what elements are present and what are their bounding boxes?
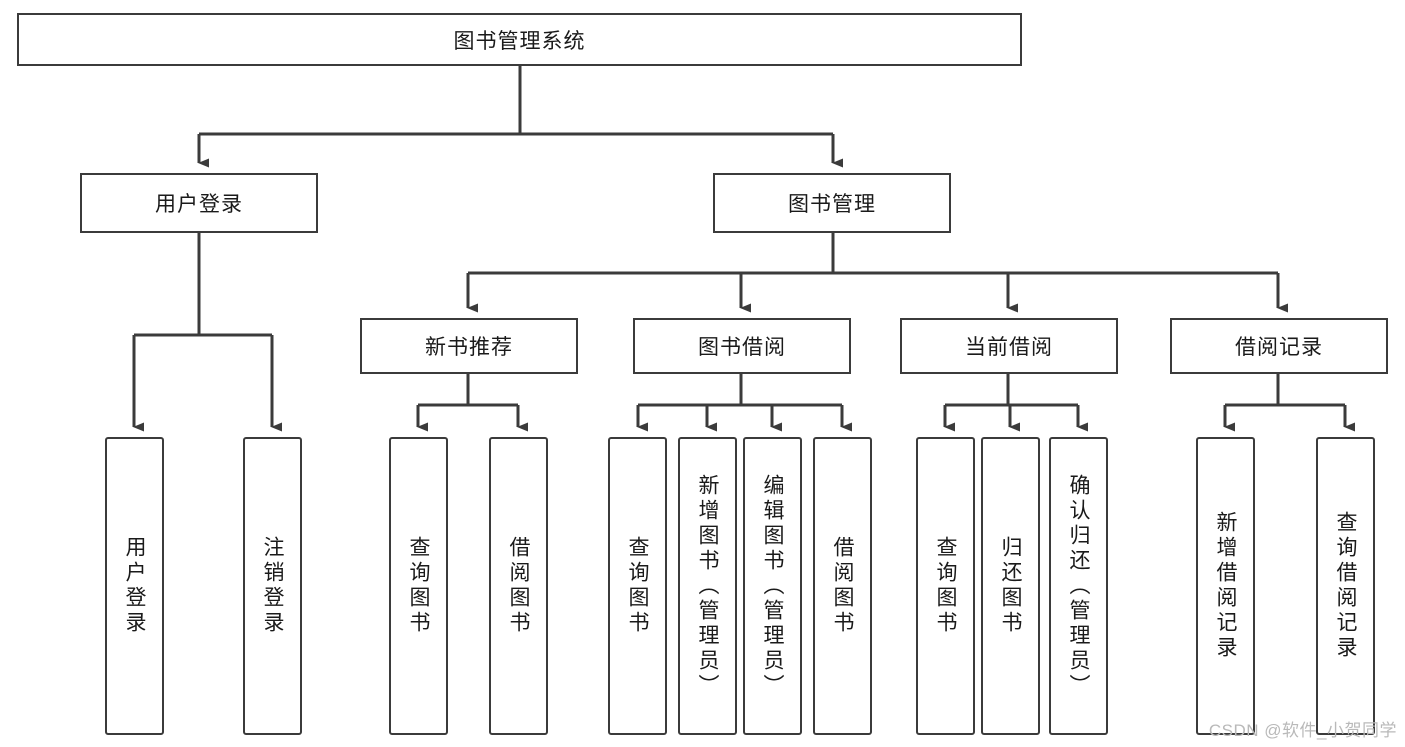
node-label: 新增借阅记录: [1214, 511, 1237, 661]
leaf-new-book-query-book[interactable]: 查询图书: [389, 437, 448, 735]
leaf-borrow-record-query-record[interactable]: 查询借阅记录: [1316, 437, 1375, 735]
node-label: 查询图书: [934, 536, 957, 636]
leaf-current-borrow-confirm-return-admin[interactable]: 确认归还（管理员）: [1049, 437, 1108, 735]
leaf-new-book-borrow-book[interactable]: 借阅图书: [489, 437, 548, 735]
leaf-book-borrow-edit-book-admin[interactable]: 编辑图书（管理员）: [743, 437, 802, 735]
node-label: 用户登录: [123, 536, 146, 636]
node-label: 借阅图书: [831, 536, 854, 636]
leaf-user-login-login[interactable]: 用户登录: [105, 437, 164, 735]
node-label: 确认归还（管理员）: [1067, 473, 1090, 699]
node-label: 新书推荐: [425, 336, 513, 359]
leaf-borrow-record-add-record[interactable]: 新增借阅记录: [1196, 437, 1255, 735]
node-label: 查询借阅记录: [1334, 511, 1357, 661]
node-label: 编辑图书（管理员）: [761, 473, 784, 699]
node-label: 查询图书: [407, 536, 430, 636]
node-label: 查询图书: [626, 536, 649, 636]
leaf-current-borrow-query-book[interactable]: 查询图书: [916, 437, 975, 735]
leaf-book-borrow-add-book-admin[interactable]: 新增图书（管理员）: [678, 437, 737, 735]
node-label: 当前借阅: [965, 336, 1053, 359]
node-label: 图书借阅: [698, 336, 786, 359]
node-book-management[interactable]: 图书管理: [713, 173, 951, 233]
csdn-watermark: CSDN @软件_小贺同学: [1208, 721, 1397, 740]
node-label: 归还图书: [999, 536, 1022, 636]
leaf-book-borrow-query-book[interactable]: 查询图书: [608, 437, 667, 735]
node-label: 注销登录: [261, 536, 284, 636]
node-label: 图书管理系统: [453, 29, 586, 53]
leaf-book-borrow-borrow-book[interactable]: 借阅图书: [813, 437, 872, 735]
node-user-login[interactable]: 用户登录: [80, 173, 318, 233]
node-new-book-recommend[interactable]: 新书推荐: [360, 318, 578, 374]
node-label: 新增图书（管理员）: [696, 473, 719, 699]
node-label: 图书管理: [788, 193, 876, 216]
node-current-borrow[interactable]: 当前借阅: [900, 318, 1118, 374]
node-root-book-management-system[interactable]: 图书管理系统: [17, 13, 1022, 66]
leaf-user-login-logout[interactable]: 注销登录: [243, 437, 302, 735]
node-borrow-record[interactable]: 借阅记录: [1170, 318, 1388, 374]
node-label: 用户登录: [155, 193, 243, 216]
node-label: 借阅图书: [507, 536, 530, 636]
node-label: 借阅记录: [1235, 336, 1323, 359]
leaf-current-borrow-return-book[interactable]: 归还图书: [981, 437, 1040, 735]
node-book-borrow[interactable]: 图书借阅: [633, 318, 851, 374]
